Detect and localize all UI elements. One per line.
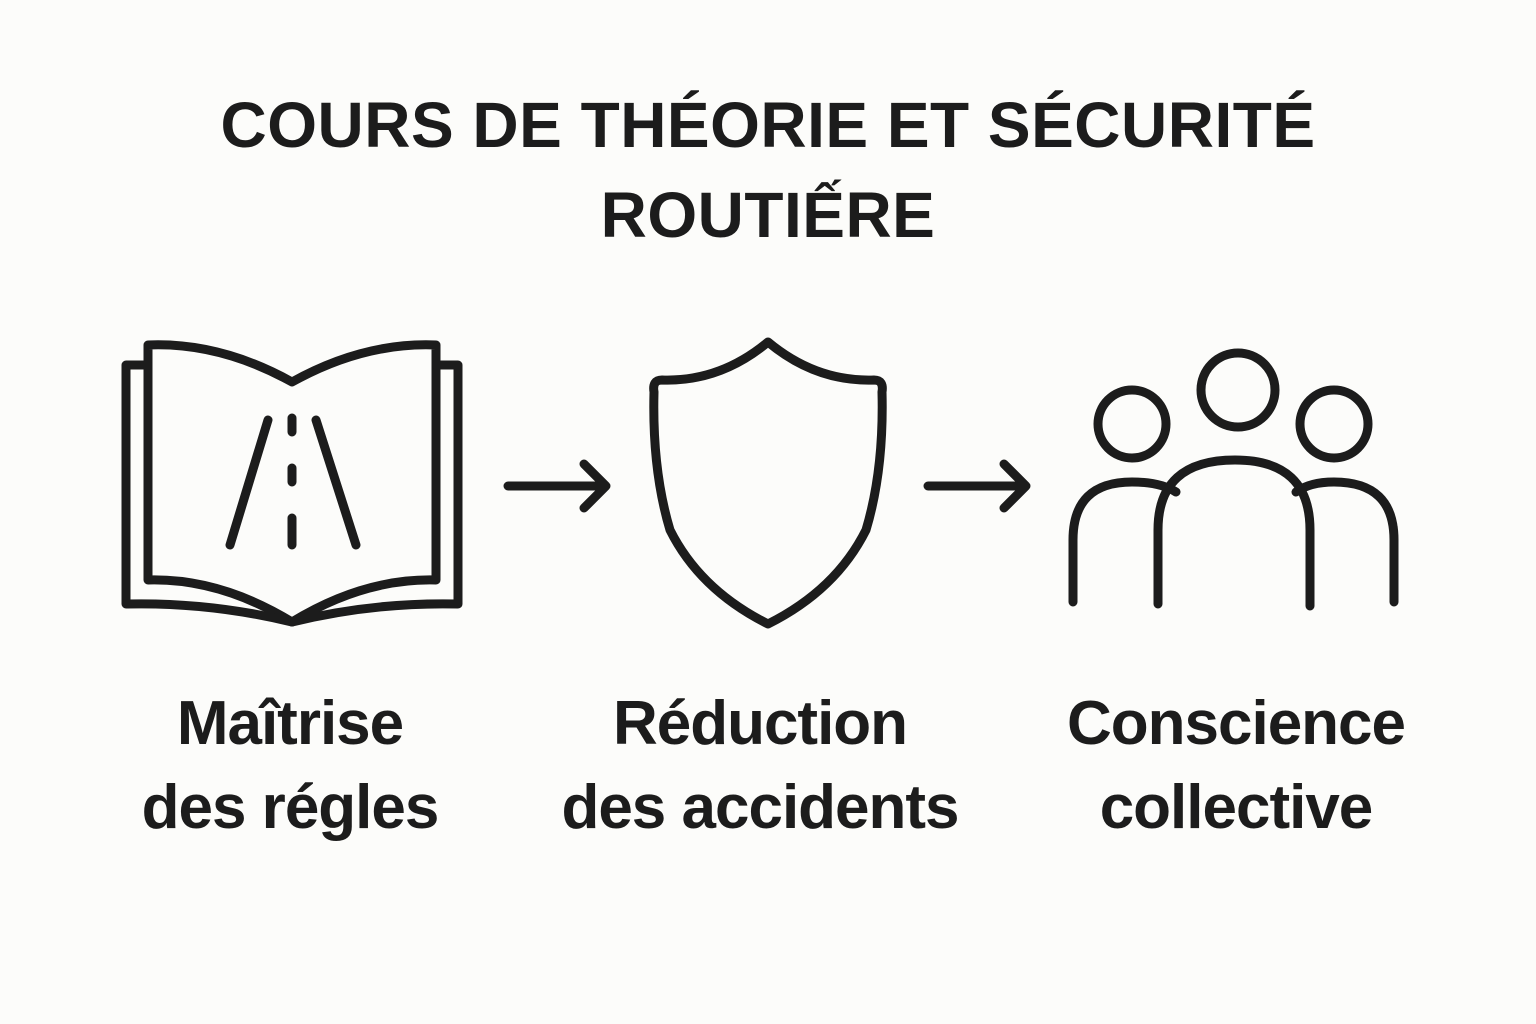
step-label-line: des régles	[141, 773, 440, 842]
step-label-line: collective	[1099, 773, 1374, 842]
step-label-line: Conscience	[1066, 689, 1406, 758]
title-line-2: ROUTIẾRE	[600, 179, 936, 251]
step-label-accidents: Réduction des accidents	[540, 682, 980, 850]
step-label-rules: Maîtrise des régles	[70, 682, 510, 850]
step-label-line: Réduction	[612, 689, 908, 758]
step-label-awareness: Conscience collective	[1016, 682, 1456, 850]
title-line-1: COURS DE THÉORIE ET SÉCURITÉ	[220, 89, 1316, 161]
step-label-line: Maîtrise	[176, 689, 404, 758]
step-label-line: des accidents	[561, 773, 959, 842]
page-title: COURS DE THÉORIE ET SÉCURITÉ ROUTIẾRE	[0, 80, 1536, 260]
